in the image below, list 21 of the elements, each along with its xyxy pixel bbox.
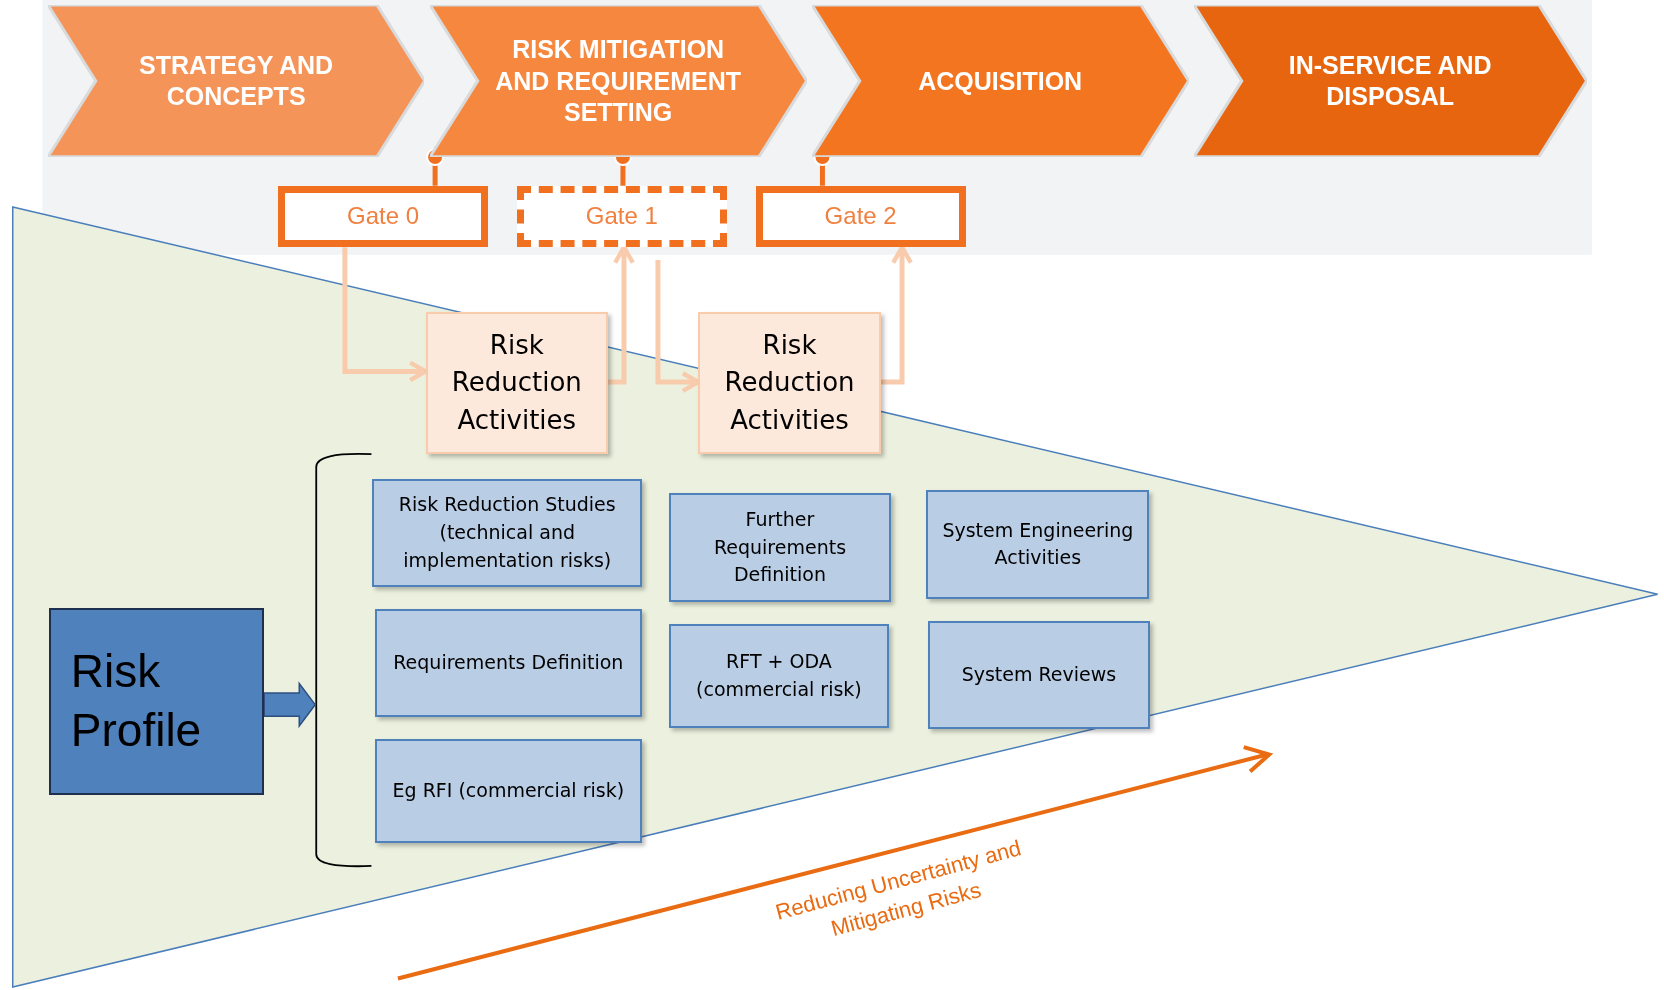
phase-label: STRATEGY AND CONCEPTS: [138, 49, 335, 113]
gate-box: Gate 2: [755, 185, 966, 248]
gate-box: Gate 1: [516, 185, 727, 248]
activity-box: Risk Reduction Activities: [425, 312, 609, 455]
activity-box: Requirements Definition: [374, 609, 643, 718]
phase-label: ACQUISITION: [917, 65, 1084, 97]
arrow: [880, 245, 914, 385]
activity-box: Eg RFI (commercial risk): [374, 738, 643, 843]
activity-box: System Reviews: [927, 620, 1151, 730]
activity-box: RFT + ODA (commercial risk): [668, 624, 890, 728]
phase-label: RISK MITIGATION AND REQUIREMENT SETTING: [494, 34, 743, 128]
phase-label: IN-SERVICE AND DISPOSAL: [1287, 49, 1493, 113]
activity-box: Risk Reduction Studies (technical and implementation risks): [372, 478, 643, 587]
arrow: [608, 245, 635, 385]
activity-box: System Engineering Activities: [926, 490, 1150, 599]
gate-box: Gate 0: [278, 185, 489, 248]
risk-profile-box: Risk Profile: [48, 608, 265, 795]
arrow: [263, 681, 317, 729]
activity-box: Further Requirements Definition: [668, 493, 892, 602]
activity-box: Risk Reduction Activities: [698, 312, 881, 455]
connector-line: [426, 148, 445, 186]
